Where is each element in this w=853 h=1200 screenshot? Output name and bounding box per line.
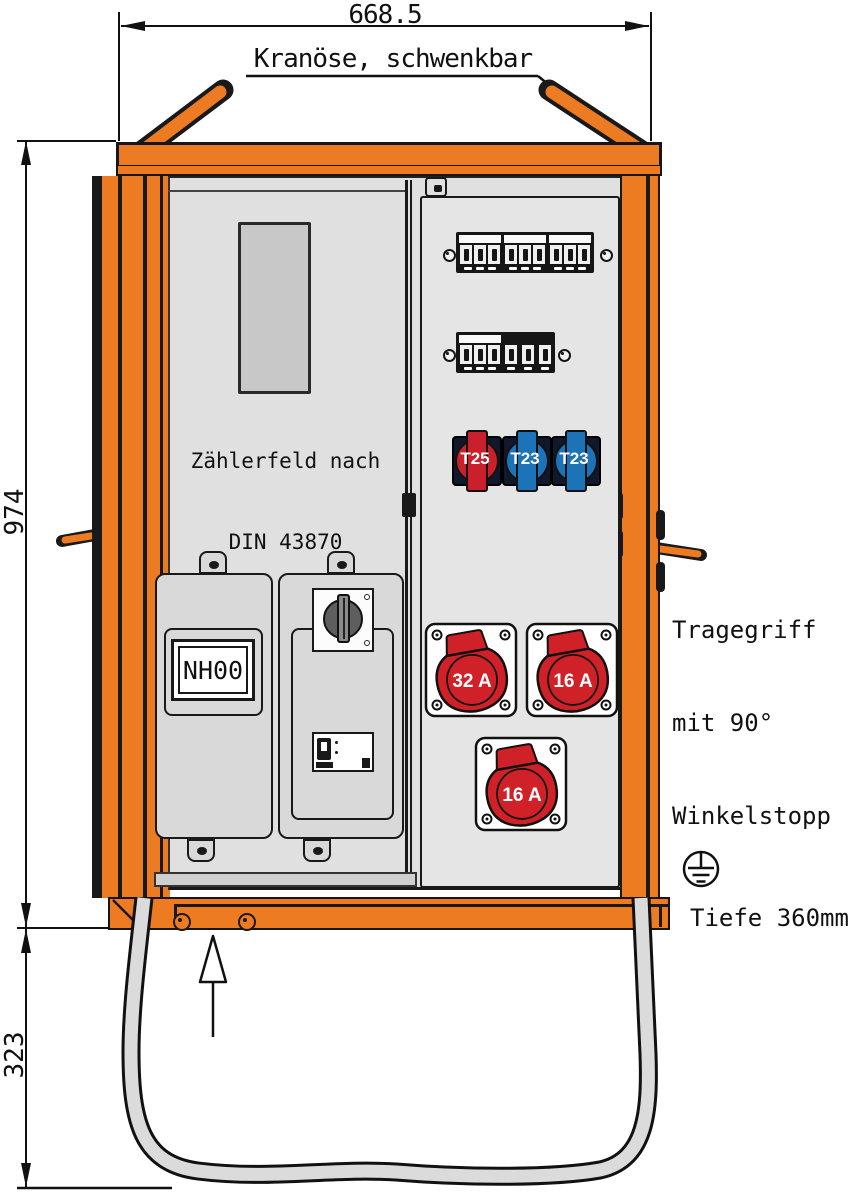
divider-lock [402,493,416,517]
fuse-element-t23[interactable]: T23 [502,430,552,492]
nh-fuse-label: NH00 [178,646,248,694]
depth-note-label: Tiefe 360mm [690,904,849,932]
fuse-element-t25[interactable]: T25 [452,430,502,492]
cee-socket-32a[interactable]: 32 A [424,622,518,718]
dimension-width-label: 668.5 [348,0,422,30]
socket-rating-label: 16 A [553,671,593,692]
mini-breaker [317,738,331,760]
screw-icon [600,249,613,262]
handle-note-label: Tragegriff mit 90° Winkelstopp [672,616,831,830]
meter-field-label: Zählerfeld nach DIN 43870 [190,449,381,554]
stand-tube [121,896,658,1186]
panel-divider [405,180,408,888]
crane-note-label: Kranöse, schwenkbar [253,44,533,74]
nh-fuse-cover [164,628,263,716]
meter-window [238,222,311,394]
auxiliary-device [312,732,374,772]
main-switch-handle[interactable] [337,594,350,643]
fuse-element-t23[interactable]: T23 [551,430,601,492]
right-frame-column [620,176,660,898]
socket-rating-label: 32 A [452,671,492,692]
breaker-row-1[interactable] [456,232,594,273]
screw-icon [364,594,370,600]
hinge-nub [656,562,665,592]
screw-icon [364,640,370,646]
breaker-row-2[interactable] [456,332,555,373]
inner-top-edge [168,190,406,192]
panel-mount-tab [187,839,215,862]
bottom-rail [154,872,417,887]
hinge-nub [656,510,665,540]
socket-rating-label: 16 A [502,785,542,806]
cee-socket-16a[interactable]: 16 A [525,622,619,718]
left-door-open [92,176,147,898]
cee-socket-16a-lower[interactable]: 16 A [474,736,568,832]
nh-fuse-panel [155,573,273,839]
earth-ground-icon [682,850,720,888]
cabinet-base [108,897,670,931]
screw-icon [443,349,456,362]
cabinet-roof [116,142,662,168]
screw-icon [443,249,456,262]
base-hole [173,913,191,931]
panel-mount-tab [303,839,331,862]
base-hole [238,913,256,931]
screw-icon [558,349,571,362]
roof-lower-strip [116,166,662,176]
up-arrow-icon [198,934,228,1037]
panel-divider [410,180,412,888]
nh-fuse-label-box: NH00 [171,639,255,701]
